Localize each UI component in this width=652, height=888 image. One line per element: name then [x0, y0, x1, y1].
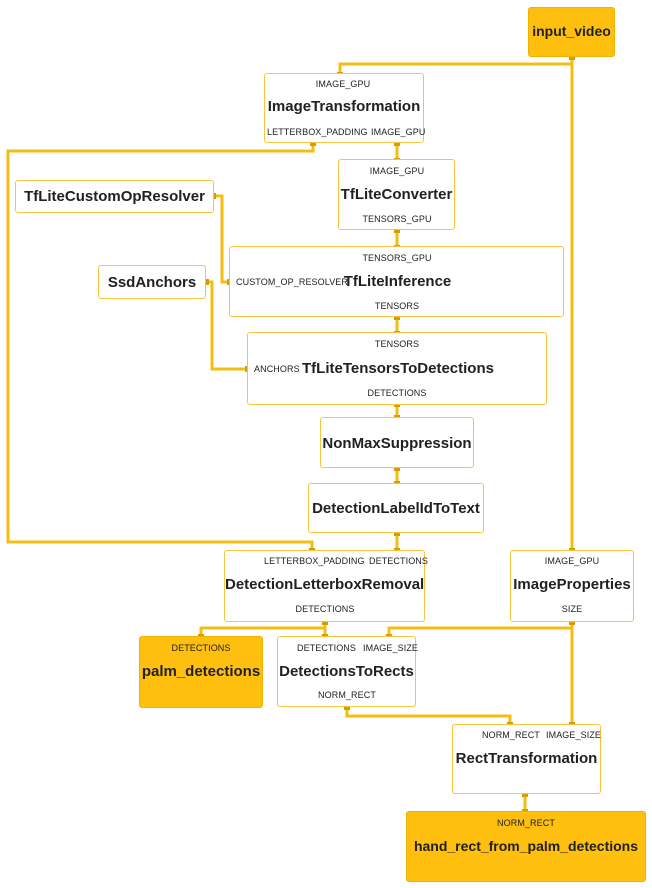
node-detection-label-id-to-text[interactable]: DetectionLabelIdToText [308, 483, 484, 533]
port-marker [394, 314, 400, 320]
edge-detections-to-rects-to-rect-transformation [345, 707, 512, 725]
port-marker [394, 530, 400, 536]
port-label-image-gpu-in: IMAGE_GPU [315, 79, 371, 89]
port-label-anchors-in: ANCHORS [254, 364, 300, 374]
port-marker [394, 465, 400, 471]
port-label-image-gpu-out: IMAGE_GPU [371, 127, 426, 137]
port-marker [344, 704, 350, 710]
node-title: SsdAnchors [107, 274, 197, 291]
node-ssd-anchors[interactable]: SsdAnchors [98, 265, 206, 299]
node-tflite-inference[interactable]: TENSORS_GPU CUSTOM_OP_RESOLVER TfLiteInf… [229, 246, 564, 317]
node-detections-to-rects[interactable]: DETECTIONS IMAGE_SIZE DetectionsToRects … [277, 636, 419, 707]
node-title: TfLiteConverter [340, 186, 453, 203]
port-label-detections-in: DETECTIONS [369, 556, 429, 566]
port-label-letterbox-padding-in: LETTERBOX_PADDING [264, 556, 365, 566]
port-label-letterbox-padding-out: LETTERBOX_PADDING [267, 127, 368, 137]
port-label-detections-in: DETECTIONS [297, 643, 357, 653]
node-title: TfLiteCustomOpResolver [24, 188, 205, 205]
port-label-tensors-out: TENSORS [374, 301, 420, 311]
node-title: input_video [532, 23, 611, 39]
port-marker [322, 619, 328, 625]
node-detection-letterbox-removal[interactable]: LETTERBOX_PADDING DETECTIONS DetectionLe… [224, 550, 429, 622]
port-marker [310, 140, 316, 146]
port-label-image-gpu-in: IMAGE_GPU [544, 556, 600, 566]
node-tflite-custom-op-resolver[interactable]: TfLiteCustomOpResolver [15, 180, 214, 213]
edge-image-size-to-detections-to-rects [387, 622, 574, 637]
node-input-video[interactable]: input_video [528, 7, 615, 57]
port-label-norm-rect-in: NORM_RECT [482, 730, 540, 740]
node-title: DetectionLabelIdToText [312, 500, 480, 517]
node-hand-rect-from-palm-detections[interactable]: NORM_RECT hand_rect_from_palm_detections [406, 811, 646, 882]
node-title: ImageTransformation [267, 98, 421, 115]
node-tflite-tensors-to-detections[interactable]: TENSORS ANCHORS TfLiteTensorsToDetection… [247, 332, 547, 405]
port-label-image-size-in: IMAGE_SIZE [363, 643, 419, 653]
port-label-image-size-in: IMAGE_SIZE [546, 730, 602, 740]
port-marker [569, 619, 575, 625]
port-label-norm-rect-out: NORM_RECT [318, 690, 376, 700]
port-label-norm-rect-in: NORM_RECT [497, 818, 555, 828]
port-marker [394, 140, 400, 146]
port-label-tensors-in: TENSORS [374, 339, 420, 349]
port-label-tensors-gpu-in: TENSORS_GPU [362, 253, 432, 263]
port-label-size-out: SIZE [561, 604, 583, 614]
edge-letterbox-padding-to-removal [6, 143, 315, 551]
node-tflite-converter[interactable]: IMAGE_GPU TfLiteConverter TENSORS_GPU [338, 159, 455, 230]
node-title: TfLiteInference [343, 273, 452, 290]
node-title: ImageProperties [513, 576, 631, 593]
port-label-tensors-gpu-out: TENSORS_GPU [362, 214, 432, 224]
node-non-max-suppression[interactable]: NonMaxSuppression [320, 417, 474, 468]
port-label-detections-in: DETECTIONS [171, 643, 231, 653]
node-title: hand_rect_from_palm_detections [413, 838, 639, 854]
port-marker [394, 227, 400, 233]
node-title: TfLiteTensorsToDetections [302, 360, 494, 377]
node-image-properties[interactable]: IMAGE_GPU ImageProperties SIZE [510, 550, 634, 622]
node-title: RectTransformation [455, 750, 598, 767]
port-label-image-gpu-in: IMAGE_GPU [369, 166, 425, 176]
node-title: DetectionLetterboxRemoval [225, 576, 425, 593]
node-title: palm_detections [141, 663, 261, 680]
node-image-transformation[interactable]: IMAGE_GPU ImageTransformation LETTERBOX_… [264, 73, 426, 143]
node-title: NonMaxSuppression [322, 435, 472, 452]
edge-custom-op-resolver-to-inference [213, 194, 230, 284]
node-palm-detections[interactable]: DETECTIONS palm_detections [139, 636, 263, 708]
port-label-custom-op-resolver-in: CUSTOM_OP_RESOLVER [236, 277, 348, 287]
node-title: DetectionsToRects [279, 663, 414, 680]
port-label-detections-out: DETECTIONS [367, 388, 427, 398]
edge-removal-to-palm-detections [199, 622, 327, 637]
node-rect-transformation[interactable]: NORM_RECT IMAGE_SIZE RectTransformation [452, 724, 601, 794]
port-marker [203, 279, 209, 285]
port-label-detections-out: DETECTIONS [295, 604, 355, 614]
port-marker [522, 791, 528, 797]
port-marker [569, 54, 575, 60]
